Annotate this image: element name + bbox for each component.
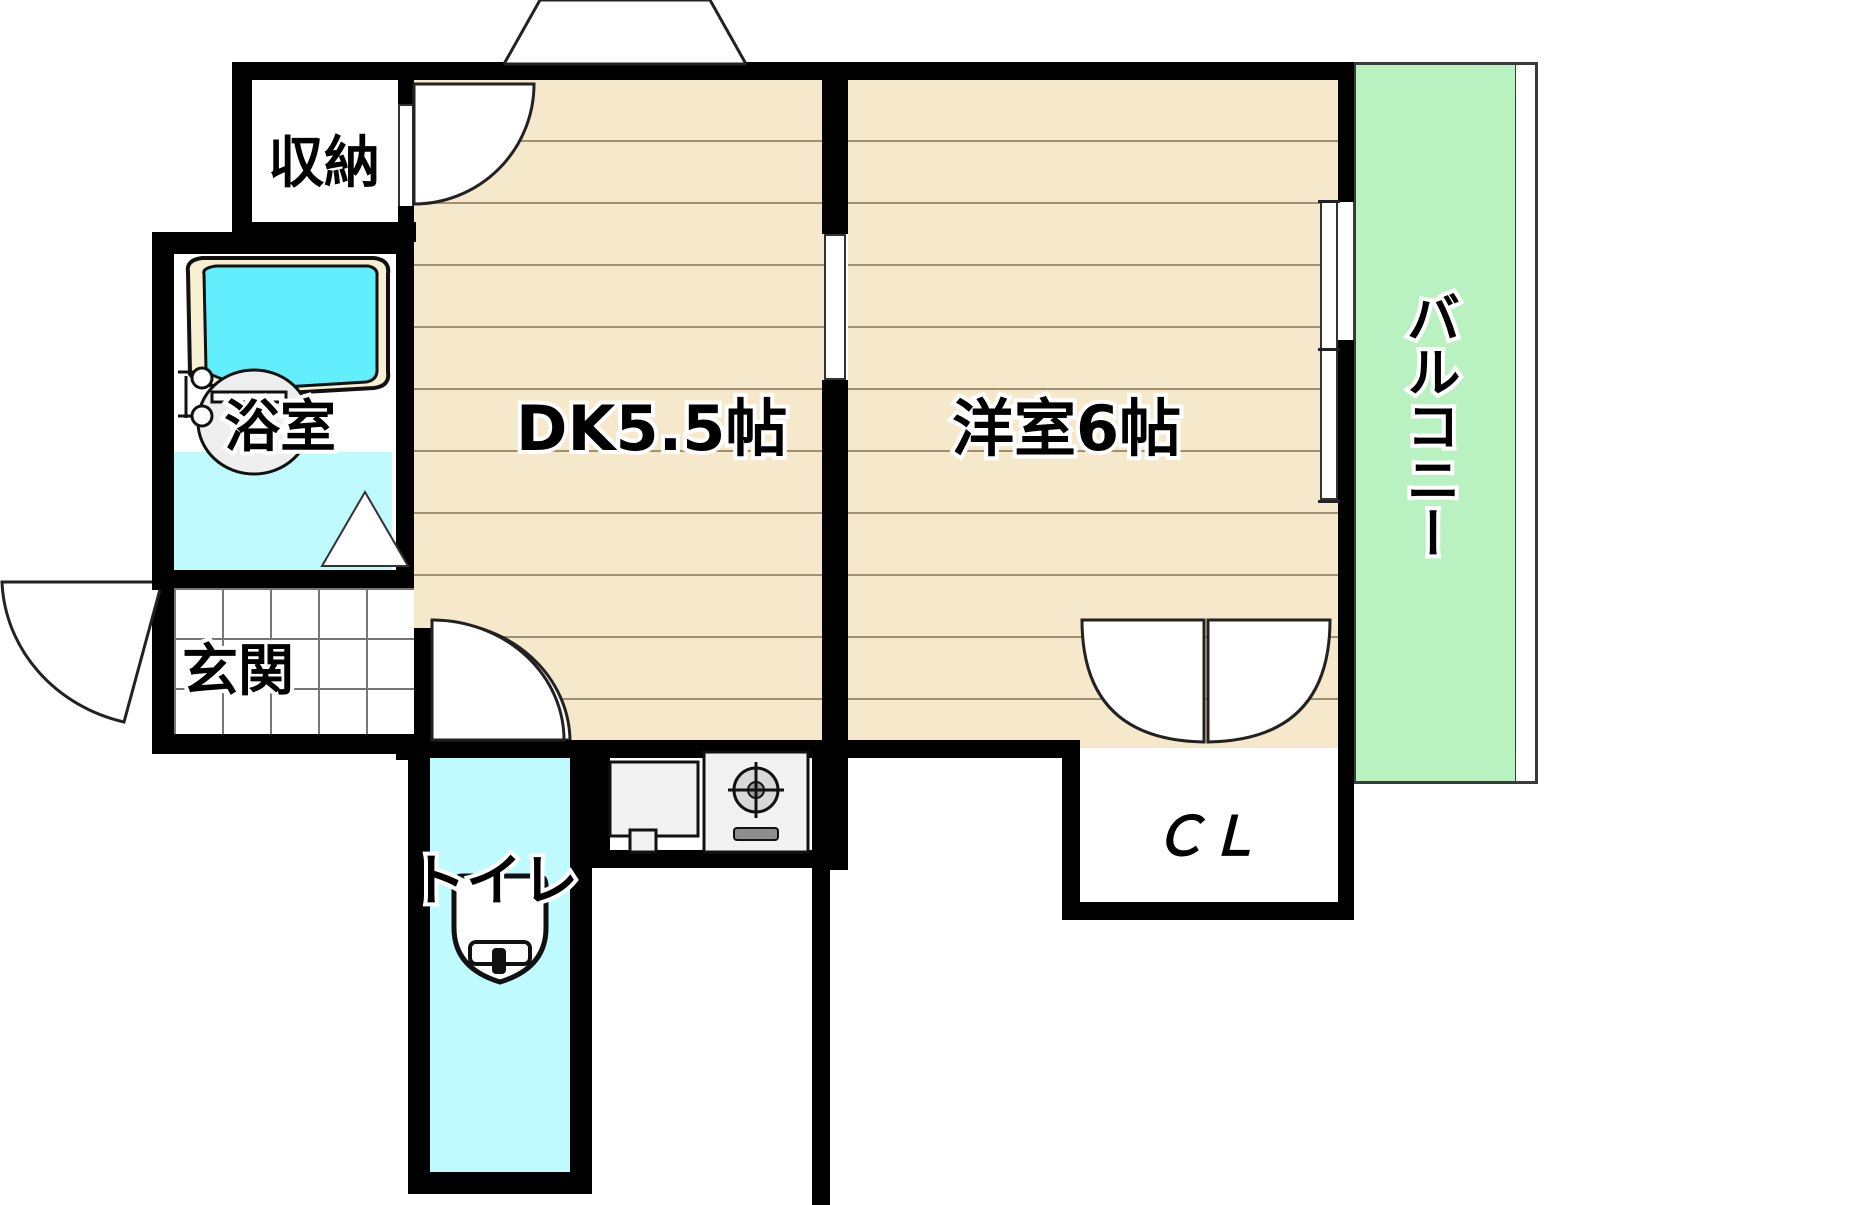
wall-bath-top xyxy=(152,232,414,254)
closet-label: 収納 収納 xyxy=(264,127,384,200)
balcony-tick-top xyxy=(1318,200,1340,203)
balcony-label: バルコニー バルコニー xyxy=(1393,286,1464,564)
wall-dk-left-top xyxy=(396,62,414,106)
washbasin-icon xyxy=(178,366,312,476)
closet-floor xyxy=(252,80,398,222)
wall-kitchen-right xyxy=(812,740,830,1205)
sliding-door-gap-upper xyxy=(824,234,846,380)
wall-washitsu-right-bottom xyxy=(1338,495,1354,910)
wall-washitsu-right-mid xyxy=(1338,340,1354,500)
wall-cl-left xyxy=(1062,740,1080,920)
wall-toilet-right xyxy=(570,748,592,1190)
wall-kitchen-bottom xyxy=(592,850,828,868)
wall-kitchen-left xyxy=(592,740,610,868)
washitsu-balcony-window-2 xyxy=(1320,348,1338,500)
balcony-area xyxy=(1353,62,1518,784)
genkan-floor xyxy=(174,588,414,734)
toilet-bowl-icon xyxy=(451,873,549,985)
wall-top xyxy=(232,62,1353,80)
wall-bath-left xyxy=(152,232,174,752)
toilet-label: トイレ トイレ xyxy=(406,845,582,918)
closet-door-swing-icon[interactable] xyxy=(412,82,536,206)
wall-bath-bottom xyxy=(152,570,414,588)
cl-label: ＣＬ ＣＬ xyxy=(1148,801,1264,872)
entrance-door-jamb xyxy=(152,576,172,590)
balcony-tick-mid xyxy=(1318,348,1340,351)
wall-toilet-top xyxy=(408,740,592,758)
washitsu-label: 洋室6帖 洋室6帖 xyxy=(948,388,1185,469)
bath-drain-triangle xyxy=(320,490,410,567)
wall-closet-left xyxy=(232,62,252,242)
washitsu-balcony-window xyxy=(1320,200,1338,352)
wall-washitsu-right-top xyxy=(1338,62,1354,202)
bath-label: 浴室 浴室 xyxy=(220,391,340,464)
cl-double-door-swing-icon[interactable] xyxy=(1080,618,1334,744)
wall-dk-washitsu-mid xyxy=(822,380,848,540)
gas-stove-icon xyxy=(702,750,810,854)
wall-genkan-bottom xyxy=(152,734,414,754)
wall-cl-bottom xyxy=(1062,902,1354,920)
bathtub-icon xyxy=(185,256,391,397)
balcony-tick-bot xyxy=(1318,500,1340,503)
cl-closet-floor xyxy=(1075,748,1338,908)
entrance-door-swing-icon[interactable] xyxy=(0,576,169,726)
wall-toilet-left xyxy=(408,748,430,1190)
wall-toilet-bottom xyxy=(408,1172,592,1194)
wall-washitsu-bottom-left xyxy=(848,740,1080,758)
kitchen-sink-icon xyxy=(608,760,700,854)
wall-dk-left-mid xyxy=(396,206,414,630)
wall-dk-washitsu xyxy=(822,62,848,234)
genkan-label: 玄関 玄関 xyxy=(178,635,298,708)
toilet-door-swing-icon[interactable] xyxy=(430,618,566,742)
window-bay-icon xyxy=(502,0,748,66)
dk-label: DK5.5帖 DK5.5帖 xyxy=(512,388,791,469)
balcony-outer-frame xyxy=(1516,62,1538,784)
